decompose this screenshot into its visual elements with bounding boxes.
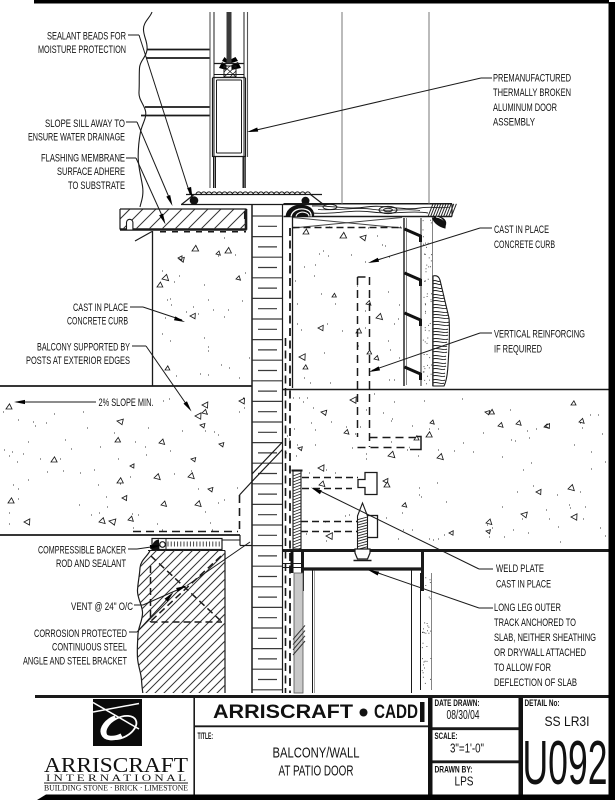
svg-text:MOISTURE PROTECTION: MOISTURE PROTECTION (38, 44, 126, 56)
svg-text:2% SLOPE MIN.: 2% SLOPE MIN. (99, 397, 154, 409)
svg-text:COMPRESSIBLE BACKER: COMPRESSIBLE BACKER (38, 545, 126, 557)
svg-text:BALCONY SUPPORTED BY: BALCONY SUPPORTED BY (37, 342, 130, 354)
svg-text:CAST IN PLACE: CAST IN PLACE (494, 224, 549, 236)
svg-text:ALUMINUM DOOR: ALUMINUM DOOR (493, 102, 557, 114)
svg-text:SCALE:: SCALE: (435, 731, 458, 741)
svg-text:OR DRYWALL ATTACHED: OR DRYWALL ATTACHED (494, 647, 586, 659)
svg-text:TRACK ANCHORED TO: TRACK ANCHORED TO (494, 617, 576, 629)
svg-text:TITLE:: TITLE: (198, 731, 214, 741)
svg-text:I N T E R N A T I O N A L: I N T E R N A T I O N A L (46, 773, 186, 783)
svg-text:IF REQUIRED: IF REQUIRED (494, 343, 542, 355)
svg-text:DETAIL No:: DETAIL No: (525, 698, 560, 708)
svg-text:SURFACE ADHERE: SURFACE ADHERE (57, 166, 125, 178)
svg-text:DEFLECTION OF SLAB: DEFLECTION OF SLAB (494, 677, 577, 689)
svg-text:PREMANUFACTURED: PREMANUFACTURED (493, 73, 571, 85)
svg-text:LPS: LPS (455, 774, 474, 789)
svg-text:CONTINUOUS STEEL: CONTINUOUS STEEL (52, 642, 127, 654)
svg-text:ARRISCRAFT: ARRISCRAFT (44, 753, 188, 777)
svg-text:08/30/04: 08/30/04 (447, 707, 480, 722)
svg-text:ENSURE WATER DRAINAGE: ENSURE WATER DRAINAGE (28, 132, 125, 144)
svg-text:AT PATIO DOOR: AT PATIO DOOR (279, 763, 354, 780)
svg-text:POSTS AT EXTERIOR EDGES: POSTS AT EXTERIOR EDGES (26, 355, 130, 367)
svg-text:SLAB, NEITHER SHEATHING: SLAB, NEITHER SHEATHING (494, 632, 596, 644)
svg-text:BALCONY/WALL: BALCONY/WALL (273, 745, 360, 762)
svg-text:THERMALLY BROKEN: THERMALLY BROKEN (493, 87, 571, 99)
svg-text:SS LR3I: SS LR3I (545, 713, 590, 729)
svg-text:U092: U092 (523, 729, 608, 798)
svg-text:FLASHING MEMBRANE: FLASHING MEMBRANE (41, 153, 125, 165)
svg-text:ROD AND SEALANT: ROD AND SEALANT (56, 558, 126, 570)
svg-text:3"=1'-0": 3"=1'-0" (450, 741, 484, 756)
svg-text:TO ALLOW FOR: TO ALLOW FOR (494, 662, 551, 674)
svg-text:DRAWN BY:: DRAWN BY: (435, 765, 473, 775)
svg-text:ANGLE AND STEEL BRACKET: ANGLE AND STEEL BRACKET (23, 655, 127, 667)
svg-text:ARRISCRAFT: ARRISCRAFT (213, 702, 353, 723)
svg-text:CONCRETE CURB: CONCRETE CURB (67, 316, 128, 328)
svg-text:CADD: CADD (374, 702, 418, 723)
svg-text:CAST IN PLACE: CAST IN PLACE (73, 302, 128, 314)
svg-text:LONG LEG OUTER: LONG LEG OUTER (494, 602, 561, 614)
svg-text:VENT @ 24" O/C: VENT @ 24" O/C (71, 601, 133, 613)
svg-text:CONCRETE CURB: CONCRETE CURB (494, 239, 555, 251)
svg-text:TO SUBSTRATE: TO SUBSTRATE (68, 180, 125, 192)
svg-text:WELD PLATE: WELD PLATE (496, 563, 544, 575)
svg-text:CORROSION PROTECTED: CORROSION PROTECTED (34, 628, 127, 640)
svg-text:SEALANT BEADS FOR: SEALANT BEADS FOR (47, 31, 126, 43)
svg-text:SLOPE SILL AWAY TO: SLOPE SILL AWAY TO (45, 118, 125, 130)
svg-text:VERTICAL REINFORCING: VERTICAL REINFORCING (494, 329, 585, 341)
svg-text:ASSEMBLY: ASSEMBLY (493, 117, 535, 129)
svg-text:CAST IN PLACE: CAST IN PLACE (496, 579, 551, 591)
svg-text:DATE DRAWN:: DATE DRAWN: (435, 698, 480, 708)
svg-text:BUILDING STONE · BRICK · LIMES: BUILDING STONE · BRICK · LIMESTONE (44, 783, 188, 793)
